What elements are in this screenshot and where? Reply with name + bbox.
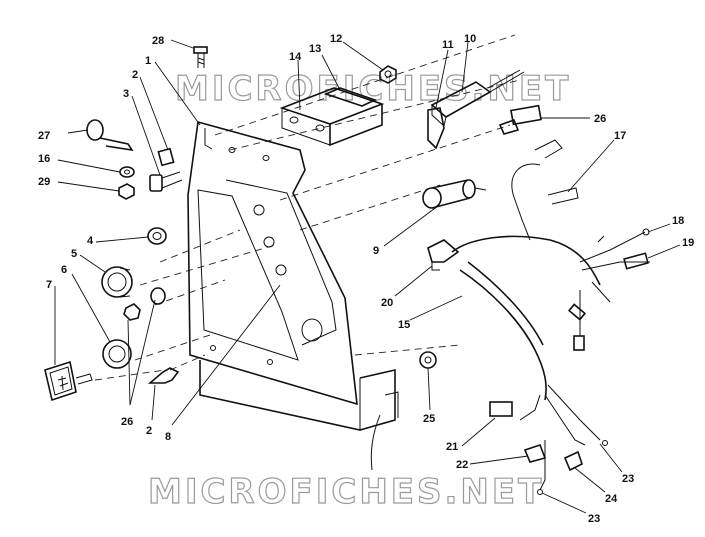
screw-part-28 bbox=[193, 46, 208, 68]
nut-part-12 bbox=[379, 65, 397, 84]
wire-harness bbox=[451, 139, 650, 495]
callout-18: 18 bbox=[672, 215, 684, 227]
callout-2-top: 2 bbox=[132, 69, 138, 81]
nut-part-29 bbox=[118, 183, 135, 200]
callout-24: 24 bbox=[605, 493, 618, 505]
callout-8: 8 bbox=[165, 431, 171, 443]
alignment-lines bbox=[94, 34, 521, 381]
washer-part-4 bbox=[147, 227, 167, 245]
callout-1: 1 bbox=[145, 55, 151, 67]
dash-panel bbox=[187, 120, 358, 406]
callout-13: 13 bbox=[309, 43, 321, 55]
lock-washer-part-26 bbox=[123, 287, 166, 321]
callout-3: 3 bbox=[123, 88, 129, 100]
callout-2-bottom: 2 bbox=[146, 425, 152, 437]
callout-16: 16 bbox=[38, 153, 50, 165]
callout-23-upper: 23 bbox=[622, 473, 634, 485]
toggle-switch-part-26 bbox=[498, 104, 542, 135]
sensor-part-9 bbox=[422, 179, 487, 209]
leader-lines bbox=[54, 39, 681, 514]
callout-25: 25 bbox=[423, 413, 435, 425]
callout-labels: 28 1 2 3 27 16 29 4 5 6 7 26 2 8 14 13 1… bbox=[38, 33, 694, 525]
watermark-top: MICROFICHES.NET bbox=[175, 69, 571, 109]
callout-14: 14 bbox=[289, 51, 302, 63]
callout-10: 10 bbox=[464, 33, 476, 45]
brackets-part-13-14 bbox=[279, 87, 385, 147]
callout-20: 20 bbox=[381, 297, 393, 309]
callout-26-left: 26 bbox=[121, 416, 133, 428]
washer-part-16 bbox=[119, 166, 135, 178]
callout-22: 22 bbox=[456, 459, 468, 471]
watermark-bottom: MICROFICHES.NET bbox=[148, 472, 544, 512]
callout-15: 15 bbox=[398, 319, 410, 331]
gauge-part-5 bbox=[101, 266, 133, 298]
callout-17: 17 bbox=[614, 130, 626, 142]
callout-29: 29 bbox=[38, 176, 50, 188]
callout-28: 28 bbox=[152, 35, 164, 47]
washer-part-25 bbox=[419, 351, 437, 369]
gauge-part-6 bbox=[102, 339, 132, 369]
callout-23-lower: 23 bbox=[588, 513, 600, 525]
callout-5: 5 bbox=[71, 248, 77, 260]
callout-21: 21 bbox=[446, 441, 458, 453]
callout-6: 6 bbox=[61, 264, 67, 276]
callout-7: 7 bbox=[46, 279, 52, 291]
callout-4: 4 bbox=[87, 235, 94, 247]
dash-housing bbox=[199, 360, 399, 471]
callout-12: 12 bbox=[330, 33, 342, 45]
bolt-part-3 bbox=[149, 147, 183, 192]
callout-26-right: 26 bbox=[594, 113, 606, 125]
callout-11: 11 bbox=[442, 39, 454, 51]
clip-part-27 bbox=[86, 119, 134, 152]
key-switch-part-7 bbox=[44, 360, 93, 402]
switch-part-10-11 bbox=[427, 69, 525, 150]
callout-27: 27 bbox=[38, 130, 50, 142]
callout-9: 9 bbox=[373, 245, 379, 257]
callout-19: 19 bbox=[682, 237, 694, 249]
pin-part-2 bbox=[147, 367, 180, 384]
connector-part-20 bbox=[427, 239, 460, 271]
